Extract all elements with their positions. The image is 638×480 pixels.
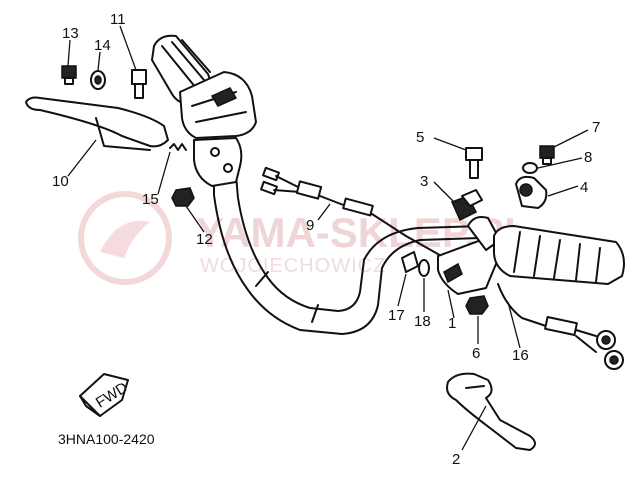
label-part-17: 17 — [388, 307, 405, 324]
part-17 — [401, 251, 419, 273]
nut-12 — [171, 187, 195, 207]
handlebar — [213, 174, 483, 335]
drawing-code: 3HNA100-2420 — [58, 431, 155, 447]
bolt-11 — [131, 69, 147, 99]
left-switch — [179, 71, 257, 139]
leader-lines — [67, 25, 589, 451]
label-part-2: 2 — [452, 451, 460, 468]
right-lever-holder — [437, 216, 501, 295]
right-grip — [493, 225, 625, 285]
washer-8 — [522, 162, 538, 174]
washer-14 — [90, 70, 106, 90]
bolt-5 — [465, 147, 483, 179]
nut-6 — [465, 295, 489, 315]
label-part-14: 14 — [94, 37, 111, 54]
label-part-3: 3 — [420, 173, 428, 190]
label-part-6: 6 — [472, 345, 480, 362]
label-part-1: 1 — [448, 315, 456, 332]
bolt-13 — [61, 65, 77, 85]
right-lever — [446, 372, 536, 451]
label-part-13: 13 — [62, 25, 79, 42]
label-part-18: 18 — [414, 313, 431, 330]
label-part-4: 4 — [580, 179, 588, 196]
label-part-11: 11 — [110, 11, 126, 28]
clamp-4 — [515, 175, 548, 209]
label-part-9: 9 — [306, 217, 314, 234]
watermark-location: WOJCIECHOWICZ — [200, 255, 386, 277]
label-part-16: 16 — [512, 347, 529, 364]
label-part-10: 10 — [52, 173, 69, 190]
switch-3 — [450, 189, 483, 222]
label-part-12: 12 — [196, 231, 213, 248]
fwd-arrow: FWD — [79, 373, 131, 417]
cable-9 — [260, 166, 453, 263]
part-labels: 1 2 3 4 5 6 7 8 9 10 11 12 13 14 15 16 1… — [52, 11, 600, 468]
spring-15 — [169, 143, 187, 151]
bolt-7 — [539, 145, 555, 165]
watermark-logo-ring — [78, 191, 172, 285]
left-lever — [25, 96, 169, 151]
label-part-15: 15 — [142, 191, 159, 208]
watermark-logo-swoosh — [100, 220, 150, 258]
label-part-8: 8 — [584, 149, 592, 166]
part-18 — [418, 259, 430, 277]
left-lever-holder — [193, 137, 243, 187]
label-part-7: 7 — [592, 119, 600, 136]
label-part-5: 5 — [416, 129, 424, 146]
